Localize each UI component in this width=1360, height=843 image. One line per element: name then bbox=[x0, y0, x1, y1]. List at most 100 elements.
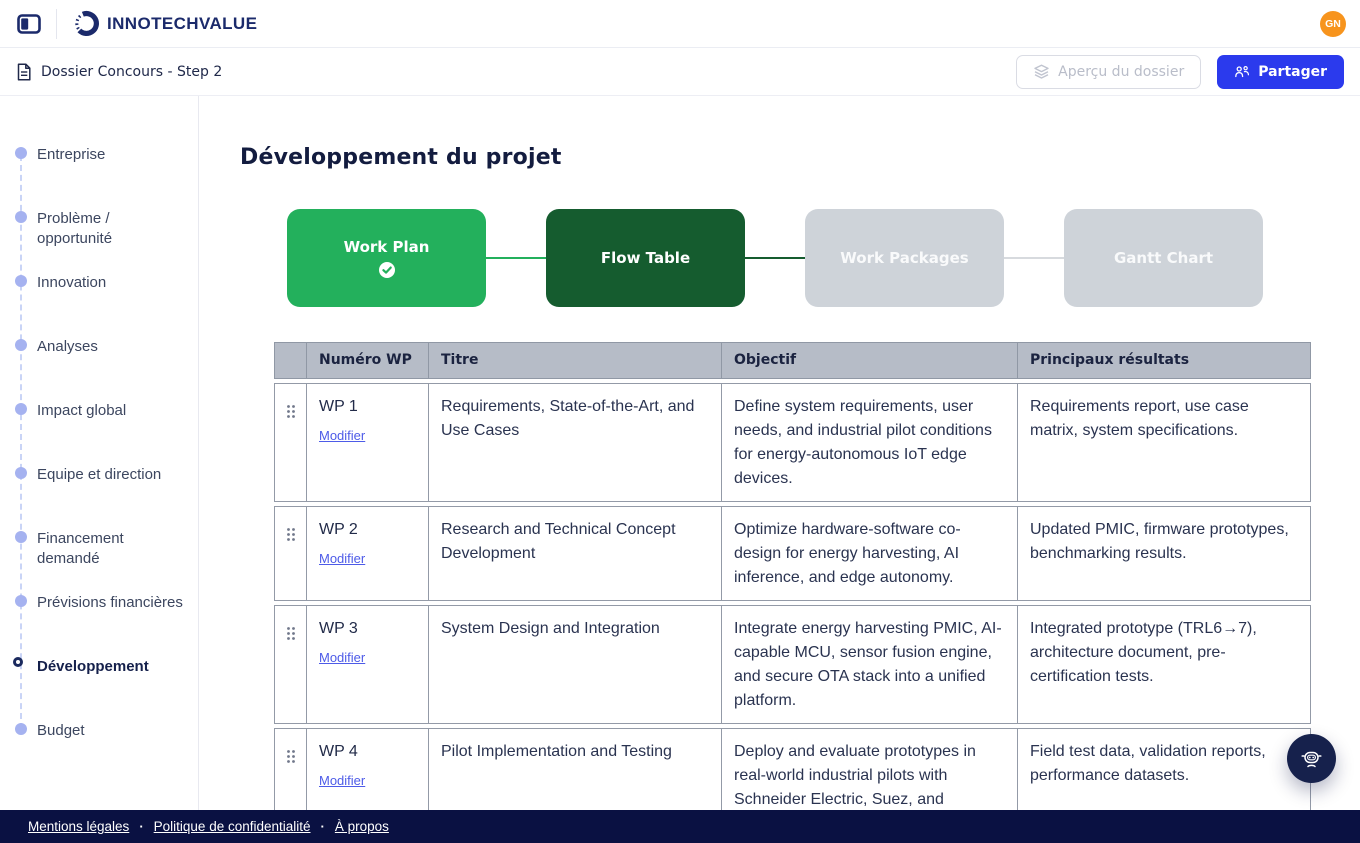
table-row: WP 3 Modifier System Design and Integrat… bbox=[274, 605, 1311, 724]
check-circle-icon bbox=[378, 261, 395, 278]
header-divider bbox=[56, 8, 57, 39]
top-bar: INNOTECHVALUE GN bbox=[0, 0, 1360, 48]
assistant-robot-icon bbox=[1301, 751, 1322, 768]
sidebar-item-entreprise[interactable]: Entreprise bbox=[0, 145, 198, 209]
table-header-objectif: Objectif bbox=[721, 343, 1017, 378]
step-dot-icon bbox=[15, 275, 27, 287]
wp-title: Research and Technical Concept Developme… bbox=[428, 507, 721, 600]
wp-number: WP 3 bbox=[319, 620, 358, 637]
sidebar-item-equipe-direction[interactable]: Equipe et direction bbox=[0, 465, 198, 529]
document-title: Dossier Concours - Step 2 bbox=[41, 63, 223, 80]
wp-title: Requirements, State-of-the-Art, and Use … bbox=[428, 384, 721, 501]
sidebar-item-financement-demande[interactable]: Financement demandé bbox=[0, 529, 198, 593]
stepper-step-label: Gantt Chart bbox=[1113, 249, 1214, 267]
brand-logo[interactable]: INNOTECHVALUE bbox=[73, 10, 257, 37]
wp-title: Pilot Implementation and Testing bbox=[428, 729, 721, 843]
wp-results: Integrated prototype (TRL6→7), architect… bbox=[1017, 606, 1312, 723]
step-dot-icon bbox=[15, 403, 27, 415]
stepper-connector bbox=[745, 257, 805, 259]
drag-handle-icon bbox=[286, 405, 295, 418]
drag-handle[interactable] bbox=[275, 729, 306, 843]
sidebar-item-impact-global[interactable]: Impact global bbox=[0, 401, 198, 465]
sidebar-step-track bbox=[20, 155, 22, 729]
sidebar-item-analyses[interactable]: Analyses bbox=[0, 337, 198, 401]
step-dot-icon bbox=[15, 211, 27, 223]
modify-link[interactable]: Modifier bbox=[319, 773, 366, 788]
drag-handle-icon bbox=[286, 528, 295, 541]
wp-results: Field test data, validation reports, per… bbox=[1017, 729, 1312, 843]
table-row: WP 1 Modifier Requirements, State-of-the… bbox=[274, 383, 1311, 502]
step-dot-active-icon bbox=[13, 657, 23, 667]
sidebar-item-previsions-financieres[interactable]: Prévisions financières bbox=[0, 593, 198, 657]
step-dot-icon bbox=[15, 339, 27, 351]
brand-name: INNOTECHVALUE bbox=[107, 13, 258, 33]
wp-results: Updated PMIC, firmware prototypes, bench… bbox=[1017, 507, 1312, 600]
sidebar-item-innovation[interactable]: Innovation bbox=[0, 273, 198, 337]
drag-handle[interactable] bbox=[275, 507, 306, 600]
document-bar: Dossier Concours - Step 2 Aperçu du doss… bbox=[0, 48, 1360, 96]
wp-number: WP 4 bbox=[319, 743, 358, 760]
logo-icon bbox=[75, 11, 99, 37]
table-header-drag-column bbox=[275, 343, 306, 378]
footer-separator: · bbox=[139, 819, 144, 834]
layers-icon bbox=[1034, 64, 1049, 79]
stepper-step-work-plan[interactable]: Work Plan bbox=[287, 209, 486, 307]
drag-handle-icon bbox=[286, 750, 295, 763]
avatar[interactable]: GN bbox=[1320, 11, 1346, 37]
sidebar-item-label: Analyses bbox=[37, 338, 98, 355]
page-title: Développement du projet bbox=[240, 145, 562, 170]
modify-link[interactable]: Modifier bbox=[319, 650, 366, 665]
sidebar-toggle-button[interactable] bbox=[16, 13, 42, 35]
stepper-step-gantt-chart[interactable]: Gantt Chart bbox=[1064, 209, 1263, 307]
stepper-step-label: Work Packages bbox=[840, 249, 969, 267]
sidebar-item-developpement[interactable]: Développement bbox=[0, 657, 198, 721]
sidebar: Entreprise Problème / opportunité Innova… bbox=[0, 96, 199, 810]
footer-link-a-propos[interactable]: À propos bbox=[334, 819, 389, 834]
table-row: WP 2 Modifier Research and Technical Con… bbox=[274, 506, 1311, 601]
modify-link[interactable]: Modifier bbox=[319, 551, 366, 566]
wp-objective: Optimize hardware-software co-design for… bbox=[721, 507, 1017, 600]
share-button[interactable]: Partager bbox=[1217, 54, 1344, 89]
modify-link[interactable]: Modifier bbox=[319, 428, 366, 443]
wp-results: Requirements report, use case matrix, sy… bbox=[1017, 384, 1312, 501]
sidebar-toggle-icon bbox=[17, 13, 41, 34]
table-header-row: Numéro WP Titre Objectif Principaux résu… bbox=[274, 342, 1311, 379]
footer-link-mentions-legales[interactable]: Mentions légales bbox=[28, 819, 130, 834]
stepper-step-work-packages[interactable]: Work Packages bbox=[805, 209, 1004, 307]
footer: Mentions légales · Politique de confiden… bbox=[0, 810, 1360, 843]
footer-link-politique-confidentialite[interactable]: Politique de confidentialité bbox=[153, 819, 311, 834]
sidebar-item-label: Prévisions financières bbox=[37, 594, 183, 611]
footer-separator: · bbox=[320, 819, 325, 834]
sidebar-item-label: Problème / opportunité bbox=[37, 210, 113, 247]
drag-handle-icon bbox=[286, 627, 295, 640]
table-header-titre: Titre bbox=[428, 343, 721, 378]
wp-number: WP 2 bbox=[319, 521, 358, 538]
wp-objective: Integrate energy harvesting PMIC, AI-cap… bbox=[721, 606, 1017, 723]
stepper: Work Plan Flow Table Work Packages Gantt… bbox=[287, 209, 1263, 307]
wp-objective: Define system requirements, user needs, … bbox=[721, 384, 1017, 501]
sidebar-item-label: Impact global bbox=[37, 402, 127, 419]
work-packages-table: Numéro WP Titre Objectif Principaux résu… bbox=[274, 342, 1311, 843]
share-label: Partager bbox=[1258, 63, 1327, 80]
wp-number: WP 1 bbox=[319, 398, 358, 415]
sidebar-item-label: Innovation bbox=[37, 274, 107, 291]
step-dot-icon bbox=[15, 595, 27, 607]
share-users-icon bbox=[1235, 65, 1250, 78]
stepper-connector bbox=[486, 257, 546, 259]
drag-handle[interactable] bbox=[275, 606, 306, 723]
main-content: Développement du projet Work Plan Flow T… bbox=[200, 96, 1360, 843]
sidebar-item-label: Budget bbox=[37, 722, 85, 739]
assistant-button[interactable] bbox=[1287, 734, 1336, 783]
sidebar-item-label: Entreprise bbox=[37, 146, 106, 163]
preview-dossier-label: Aperçu du dossier bbox=[1058, 63, 1185, 80]
table-header-resultats: Principaux résultats bbox=[1017, 343, 1312, 378]
sidebar-item-label: Equipe et direction bbox=[37, 466, 162, 483]
step-dot-icon bbox=[15, 467, 27, 479]
sidebar-item-probleme-opportunite[interactable]: Problème / opportunité bbox=[0, 209, 198, 273]
sidebar-item-label: Financement demandé bbox=[37, 530, 124, 567]
stepper-step-flow-table[interactable]: Flow Table bbox=[546, 209, 745, 307]
drag-handle[interactable] bbox=[275, 384, 306, 501]
preview-dossier-button[interactable]: Aperçu du dossier bbox=[1016, 54, 1202, 89]
step-dot-icon bbox=[15, 723, 27, 735]
sidebar-item-budget[interactable]: Budget bbox=[0, 721, 198, 785]
